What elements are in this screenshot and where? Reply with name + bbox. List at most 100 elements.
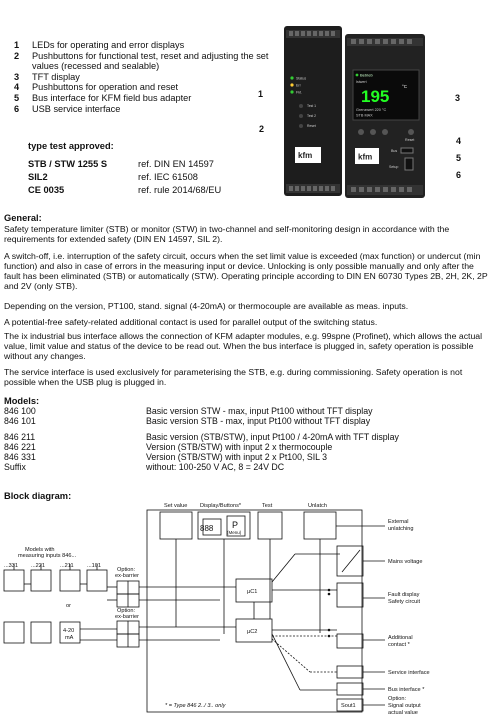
models-label-1: Models with bbox=[25, 547, 55, 553]
set-value-label: Set value bbox=[164, 503, 187, 509]
option1-label: Option: bbox=[117, 567, 135, 573]
approval-ref: ref. rule 2014/68/EU bbox=[138, 185, 222, 195]
display-unit: °C bbox=[402, 84, 408, 89]
approval-ref: ref. IEC 61508 bbox=[138, 172, 198, 182]
external-label-2: unlatching bbox=[388, 526, 414, 532]
additional-label-2: contact * bbox=[388, 642, 411, 648]
option2-label: Option: bbox=[117, 608, 135, 614]
fault-label-1: Fault display bbox=[388, 592, 420, 598]
general-p6: The service interface is used exclusivel… bbox=[4, 367, 463, 388]
callout-1: 1 bbox=[258, 89, 264, 99]
general-p4: A potential-free safety-related addition… bbox=[4, 317, 378, 327]
model-description: Basic version STW - max, input Pt100 wit… bbox=[146, 406, 373, 416]
brand-logo-front: kfm bbox=[358, 153, 372, 162]
models-label-2: measuring inputs 846... bbox=[18, 553, 77, 559]
model-description: Version (STB/STW) with input 2 x thermoc… bbox=[146, 441, 333, 452]
feature-number: 3 bbox=[14, 71, 20, 82]
approval-row: STB / STW 1255 S ref. DIN EN 14597 bbox=[28, 158, 221, 171]
front-reset-label: Reset bbox=[405, 138, 414, 142]
model-code: 846 101 bbox=[4, 415, 36, 426]
reset-label: Reset bbox=[307, 124, 316, 128]
external-label-1: External bbox=[388, 519, 409, 525]
model-description: Basic version STB - max, input Pt100 wit… bbox=[146, 415, 371, 426]
signal-option-label: Option: bbox=[388, 696, 406, 702]
model-row: 846 211 Basic version (STB/STW), input Pt… bbox=[4, 431, 490, 443]
actual-value-label: actual value bbox=[388, 710, 418, 716]
approval-ref: ref. DIN EN 14597 bbox=[138, 159, 214, 169]
block-diagram: Set value Display/Buttons* Test Unlatch … bbox=[3, 503, 430, 716]
additional-label-1: Additional bbox=[388, 635, 413, 641]
feature-number: 5 bbox=[14, 92, 20, 103]
models-table: 846 100 Basic version STW - max, input Pt… bbox=[4, 406, 490, 472]
mains-label: Mains voltage bbox=[388, 559, 423, 565]
model-code: 846 331 bbox=[4, 451, 36, 462]
uc2-label: µC2 bbox=[247, 629, 257, 635]
model-row: 846 100 Basic version STW - max, input Pt… bbox=[4, 406, 490, 417]
fault-label-2: Safety circuit bbox=[388, 599, 420, 605]
model-211-label: ...211 bbox=[60, 563, 74, 569]
feature-item: 1 LEDs for operating and error displays bbox=[10, 40, 280, 51]
brand-logo-back: kfm bbox=[298, 151, 312, 160]
ma-label-1: 4-20 bbox=[63, 628, 74, 634]
callout-3: 3 bbox=[455, 93, 461, 103]
general-title: General: bbox=[4, 213, 42, 223]
callout-2: 2 bbox=[259, 124, 265, 134]
feature-number: 6 bbox=[14, 103, 20, 114]
approval-name: SIL2 bbox=[28, 172, 48, 182]
signal-output-label: Signal output bbox=[388, 703, 421, 709]
feature-item: 6 USB service interface bbox=[10, 104, 280, 115]
model-code: 846 221 bbox=[4, 441, 36, 452]
display-limit-text: Grenzwert 220 °C bbox=[356, 108, 386, 112]
general-p1: Safety temperature limiter (STB) or moni… bbox=[4, 224, 450, 245]
led-fkt-label: Fkt. bbox=[296, 91, 302, 95]
test-label: Test bbox=[262, 503, 273, 509]
feature-number: 1 bbox=[14, 40, 20, 50]
feature-text: Bus interface for KFM field bus adapter bbox=[32, 92, 192, 103]
models-title: Models: bbox=[4, 396, 40, 406]
bus-interface-label: Bus interface * bbox=[388, 687, 425, 693]
display-buttons-label: Display/Buttons* bbox=[200, 503, 242, 509]
led-err-label: Err bbox=[296, 84, 302, 88]
feature-number: 2 bbox=[14, 50, 20, 61]
model-description: Basic version (STB/STW), input Pt100 / 4… bbox=[146, 431, 399, 442]
model-101-label: ...101 bbox=[87, 563, 101, 569]
exbarrier2-label: ex-barrier bbox=[115, 614, 139, 620]
callout-4: 4 bbox=[456, 136, 462, 146]
model-row: 846 331 Version (STB/STW) with input 2 x … bbox=[4, 451, 490, 463]
test2-label: Test 2 bbox=[307, 114, 316, 118]
menu-label: (Menu) bbox=[227, 530, 242, 535]
exbarrier1-label: ex-barrier bbox=[115, 573, 139, 579]
feature-text: LEDs for operating and error displays bbox=[32, 40, 185, 50]
model-331-label: ...331 bbox=[4, 563, 18, 569]
model-code: 846 100 bbox=[4, 406, 36, 416]
model-row: 846 101 Basic version STB - max, input Pt… bbox=[4, 415, 490, 427]
display-mode-text: STB MAX bbox=[356, 114, 373, 118]
approval-row: SIL2 ref. IEC 61508 bbox=[28, 171, 221, 184]
model-description: Version (STB/STW) with input 2 x Pt100, … bbox=[146, 451, 328, 462]
general-p2: A switch-off, i.e. interruption of the s… bbox=[4, 251, 488, 292]
feature-text: USB service interface bbox=[32, 103, 121, 114]
setup-label: Setup bbox=[389, 165, 398, 169]
approval-name: STB / STW 1255 S bbox=[28, 159, 108, 169]
callout-5: 5 bbox=[456, 153, 462, 163]
model-row: 846 221 Version (STB/STW) with input 2 x … bbox=[4, 441, 490, 453]
p-letter: P bbox=[232, 520, 238, 530]
model-code: 846 211 bbox=[4, 431, 36, 442]
model-description: without: 100-250 V AC, 8 = 24V DC bbox=[146, 461, 285, 472]
model-code: Suffix bbox=[4, 461, 26, 472]
feature-number: 4 bbox=[14, 82, 20, 93]
approvals-title: type test approved: bbox=[28, 141, 114, 151]
sout1-label: Sout1 bbox=[341, 703, 356, 709]
test1-label: Test 1 bbox=[307, 104, 316, 108]
callout-6: 6 bbox=[456, 170, 462, 180]
general-p3: Depending on the version, PT100, stand. … bbox=[4, 301, 409, 311]
unlatch-label: Unlatch bbox=[308, 503, 327, 509]
display-888: 888 bbox=[200, 524, 214, 533]
footnote: * = Type 846 2../ 3.. only bbox=[165, 703, 227, 709]
ma-label-2: mA bbox=[65, 635, 74, 641]
